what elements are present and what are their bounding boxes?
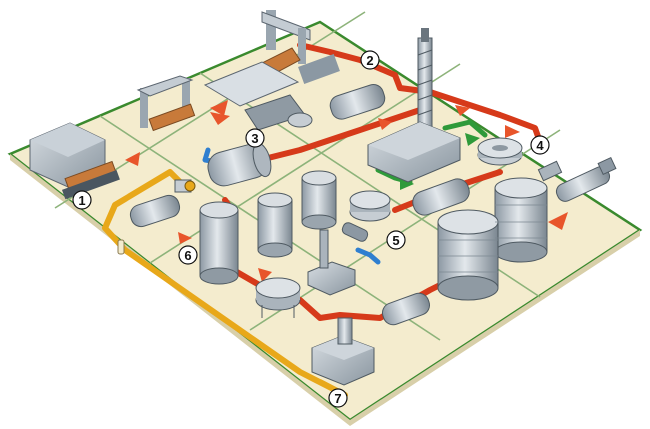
step-badge-7: 7 <box>328 388 348 408</box>
lime-kiln-tower <box>367 28 461 183</box>
step-badge-6: 6 <box>178 245 198 265</box>
red-pipe-center <box>257 107 423 163</box>
truck-cab <box>298 54 340 84</box>
filter-station <box>307 222 369 296</box>
edge-marker <box>117 239 125 255</box>
sugar-silos <box>437 177 548 301</box>
beet-washer <box>244 94 313 131</box>
juice-tanks <box>257 170 337 258</box>
pulp-pump <box>174 179 196 193</box>
diffuser-tower <box>207 142 272 187</box>
svg-text:6: 6 <box>184 248 191 263</box>
boiler-house <box>311 317 375 386</box>
step-badge-3: 3 <box>245 128 265 148</box>
svg-text:7: 7 <box>334 391 341 406</box>
step-badges: 1 2 3 4 5 6 7 <box>72 50 550 408</box>
unloading-station <box>203 10 340 107</box>
clarifier <box>349 190 391 222</box>
settling-tank <box>255 277 301 318</box>
pulp-press <box>129 194 181 228</box>
svg-text:2: 2 <box>366 53 373 68</box>
step-badge-1: 1 <box>72 190 92 210</box>
centrifuge-drum <box>382 292 430 326</box>
truck-body <box>61 170 120 200</box>
gate-truck <box>148 103 196 132</box>
tanker-truck <box>537 156 617 202</box>
step-badge-4: 4 <box>530 135 550 155</box>
svg-text:5: 5 <box>392 233 399 248</box>
svg-text:4: 4 <box>536 138 544 153</box>
svg-text:3: 3 <box>251 131 258 146</box>
green-arrow <box>465 133 480 146</box>
evaporator <box>412 178 470 216</box>
red-pipe-top <box>297 42 543 145</box>
svg-text:1: 1 <box>78 193 85 208</box>
unloading-ramp <box>203 61 300 107</box>
truck-arrival-area <box>29 122 120 200</box>
carbonation-tank <box>199 201 239 285</box>
step-badge-2: 2 <box>360 50 380 70</box>
thickener-tank <box>477 137 523 166</box>
weighbridge-gate <box>136 75 196 132</box>
slicer-drum <box>329 84 386 120</box>
step-badge-5: 5 <box>386 230 406 250</box>
